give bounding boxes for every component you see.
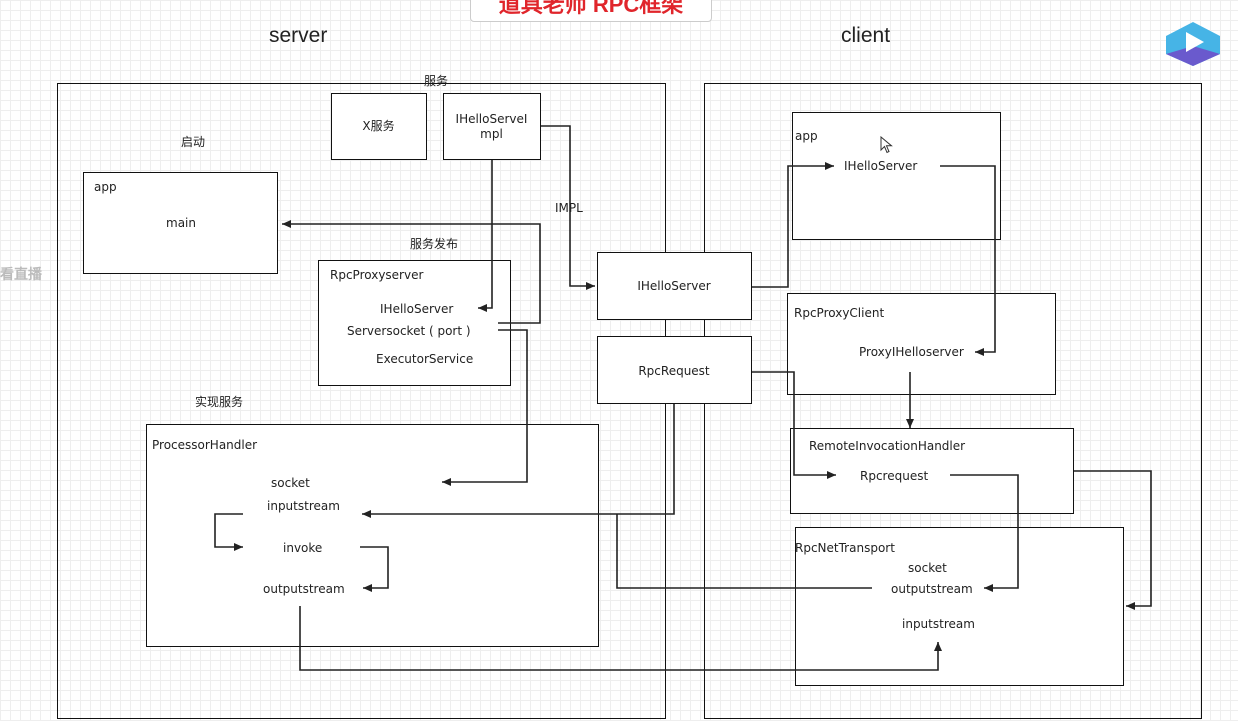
processor-outputstream-text: outputstream [263, 582, 345, 596]
remote-rpcrequest-text: Rpcrequest [860, 469, 929, 483]
executor-service-text: ExecutorService [376, 352, 474, 366]
arrow-client-app-to-proxy [940, 165, 996, 356]
service-label: 服务 [424, 74, 449, 88]
arrow-inputstream-to-invoke [214, 513, 243, 551]
proxy-ihelloserver-text: IHelloServer [380, 302, 454, 316]
server-app-box: app main [83, 172, 278, 274]
x-service-box: X服务 [331, 93, 427, 160]
middle-ihelloserver-text: IHelloServer [637, 279, 711, 293]
client-app-box: app IHelloServer [792, 112, 1001, 240]
middle-rpcrequest-box: RpcRequest [597, 336, 752, 404]
processor-socket-text: socket [271, 476, 310, 490]
arrow-rpcrequest-to-processor-inputstream [362, 404, 675, 518]
transport-socket-text: socket [908, 561, 947, 575]
mouse-cursor-icon [880, 136, 893, 154]
arrow-outputstream-to-transport-inputstream [299, 606, 942, 671]
ihelloserveimpl-line1: IHelloServeI [455, 112, 528, 126]
processor-handler-box: ProcessorHandler socket inputstream invo… [146, 424, 599, 647]
arrow-serversocket-to-socket [442, 329, 528, 486]
rpc-proxy-server-box: RpcProxyserver IHelloServer Serversocket… [318, 260, 511, 386]
rpc-proxy-client-box: RpcProxyClient ProxyIHelloserver [787, 293, 1056, 395]
middle-ihelloserver-box: IHelloServer [597, 252, 752, 320]
server-app-main: main [166, 216, 196, 230]
arrow-remote-rpcrequest-to-transport-outputstream [950, 474, 1019, 592]
publish-label: 服务发布 [410, 237, 459, 251]
processor-invoke-text: invoke [283, 541, 323, 555]
impl-service-label: 实现服务 [195, 395, 244, 409]
client-app-ihelloserver: IHelloServer [844, 159, 918, 173]
video-play-logo-icon [1166, 22, 1220, 66]
remote-invocation-handler-box: RemoteInvocationHandler Rpcrequest [790, 428, 1074, 514]
arrow-impl-to-proxy-ihelloserver [478, 160, 493, 312]
rpc-proxy-server-title: RpcProxyserver [330, 268, 424, 282]
arrow-invoke-to-outputstream [360, 546, 389, 592]
transport-outputstream-text: outputstream [891, 582, 973, 596]
startup-label: 启动 [181, 135, 206, 149]
arrow-rpcrequest-to-remote-rpcrequest [752, 371, 836, 479]
server-heading: server [269, 24, 328, 47]
rpc-net-transport-box: RpcNetTransport socket outputstream inpu… [795, 527, 1124, 686]
proxy-ihelloserver-client-text: ProxyIHelloserver [859, 345, 964, 359]
serversocket-text: Serversocket ( port ) [347, 324, 471, 338]
x-service-text: X服务 [362, 119, 395, 133]
client-heading: client [841, 24, 891, 47]
arrow-serversocket-to-app-main [282, 220, 541, 324]
ihelloserveimpl-line2: mpl [480, 127, 503, 141]
ihelloserveimpl-box: IHelloServeI mpl [443, 93, 541, 160]
rpc-proxy-client-title: RpcProxyClient [794, 306, 885, 320]
rpc-net-transport-title: RpcNetTransport [795, 541, 895, 555]
impl-label: IMPL [555, 201, 583, 215]
middle-rpcrequest-text: RpcRequest [638, 364, 710, 378]
side-cut-text: 看直播 [0, 267, 42, 283]
client-app-label: app [795, 129, 818, 143]
course-banner: 道具老师 RPC框架 [470, 0, 712, 22]
arrow-middle-ihelloserver-to-client-app [752, 162, 834, 288]
processor-handler-title: ProcessorHandler [152, 438, 258, 452]
server-app-label: app [94, 180, 117, 194]
remote-invocation-handler-title: RemoteInvocationHandler [809, 439, 966, 453]
transport-inputstream-text: inputstream [902, 617, 975, 631]
line-transport-outputstream-to-server [616, 514, 872, 589]
processor-inputstream-text: inputstream [267, 499, 340, 513]
arrow-impl-to-middle-ihelloserver [541, 125, 595, 290]
arrow-remote-to-transport [1074, 470, 1152, 610]
